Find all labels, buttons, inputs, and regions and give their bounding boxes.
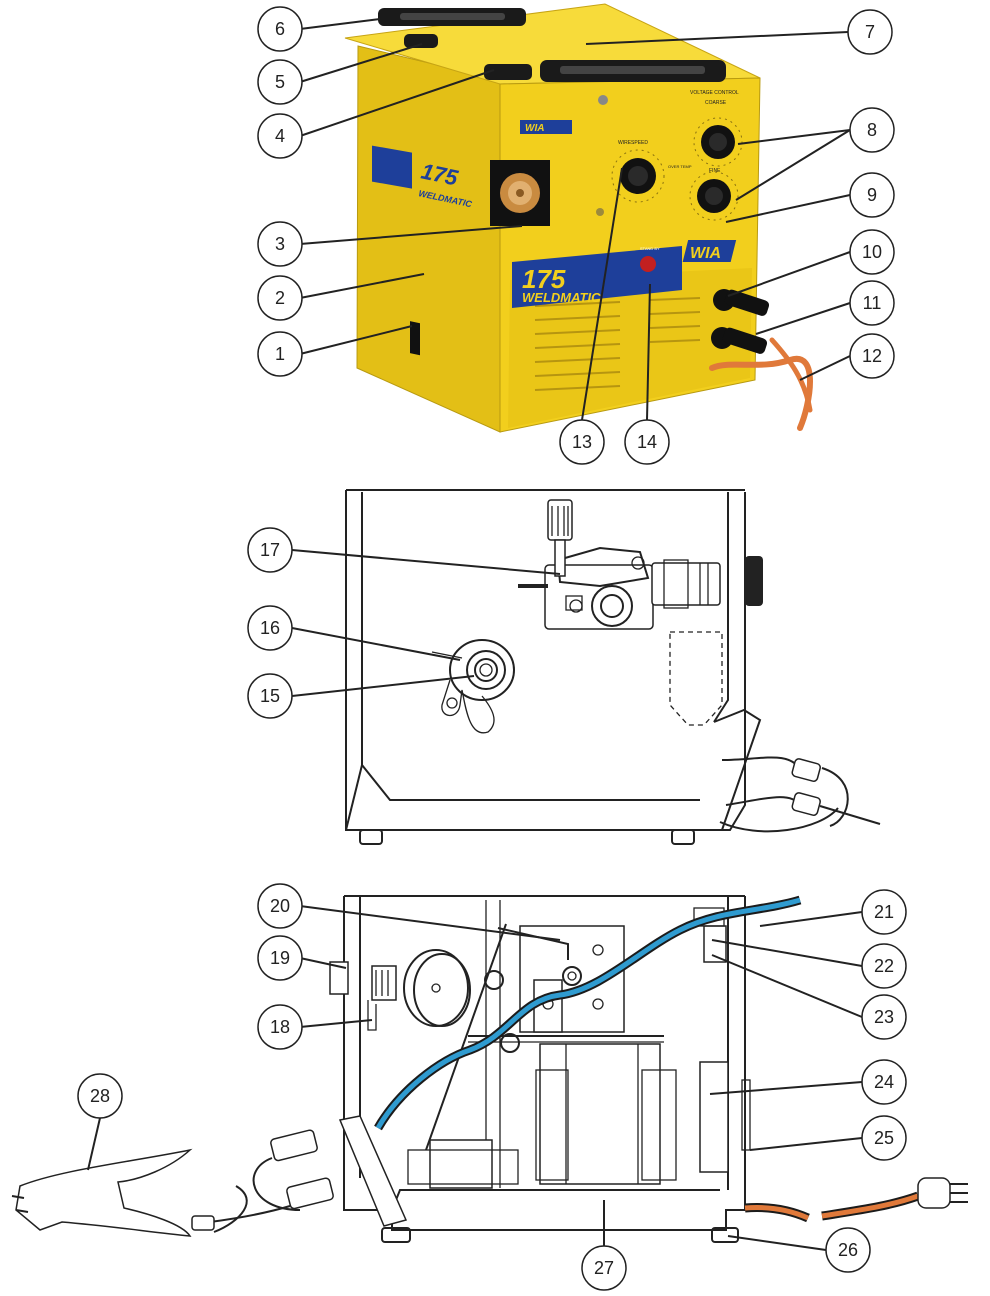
overtemp-label: OVER TEMP bbox=[668, 164, 692, 169]
svg-text:26: 26 bbox=[838, 1240, 858, 1260]
coarse-voltage-knob[interactable] bbox=[693, 117, 743, 167]
wire-drive-unit[interactable] bbox=[518, 499, 721, 630]
svg-text:7: 7 bbox=[865, 22, 875, 42]
svg-text:20: 20 bbox=[270, 896, 290, 916]
svg-text:WIA: WIA bbox=[690, 245, 721, 262]
svg-text:5: 5 bbox=[275, 72, 285, 92]
gas-solenoid bbox=[329, 961, 397, 1031]
callout-27: 27 bbox=[581, 1245, 627, 1291]
svg-text:11: 11 bbox=[863, 293, 882, 313]
callout-14: 14 bbox=[624, 419, 670, 465]
svg-text:17: 17 bbox=[260, 540, 280, 560]
svg-text:16: 16 bbox=[260, 618, 280, 638]
model-number: 175 bbox=[522, 264, 566, 294]
fine-label: FINE bbox=[709, 168, 721, 174]
callout-20: 20 bbox=[257, 883, 303, 929]
output-cables-view2 bbox=[713, 708, 881, 833]
output-cables-view3 bbox=[209, 1115, 408, 1233]
svg-text:4: 4 bbox=[275, 126, 285, 146]
svg-text:2: 2 bbox=[275, 288, 285, 308]
wire-spool-cover-latch[interactable] bbox=[484, 64, 532, 80]
callout-18: 18 bbox=[257, 1004, 303, 1050]
callout-5: 5 bbox=[257, 59, 303, 105]
rear-connector bbox=[745, 556, 763, 606]
front-model-panel: 175 WELDMATIC bbox=[512, 246, 682, 308]
callout-16: 16 bbox=[247, 605, 293, 651]
svg-text:15: 15 bbox=[260, 686, 280, 706]
svg-text:12: 12 bbox=[862, 346, 882, 366]
wirespeed-label: WIRESPEED bbox=[618, 140, 648, 146]
svg-text:28: 28 bbox=[90, 1086, 110, 1106]
svg-text:23: 23 bbox=[874, 1007, 894, 1027]
svg-text:10: 10 bbox=[862, 242, 882, 262]
svg-text:3: 3 bbox=[275, 234, 285, 254]
front-brand-small: WIA bbox=[525, 123, 544, 134]
mains-switch[interactable] bbox=[410, 321, 420, 356]
callout-2: 2 bbox=[257, 275, 303, 321]
fine-voltage-knob[interactable] bbox=[689, 171, 739, 221]
callout-23: 23 bbox=[861, 994, 907, 1040]
callout-21: 21 bbox=[861, 889, 907, 935]
svg-text:9: 9 bbox=[867, 185, 877, 205]
callout-28: 28 bbox=[77, 1073, 123, 1119]
callout-1: 1 bbox=[257, 331, 303, 377]
svg-text:22: 22 bbox=[874, 956, 894, 976]
coarse-label: COARSE bbox=[705, 100, 727, 106]
callout-7: 7 bbox=[847, 9, 893, 55]
voltage-control-label: VOLTAGE CONTROL bbox=[690, 90, 739, 96]
callout-15: 15 bbox=[247, 673, 293, 719]
callout-22: 22 bbox=[861, 943, 907, 989]
callout-6: 6 bbox=[257, 6, 303, 52]
standby-overtemp-indicator: STAND BY bbox=[640, 246, 660, 272]
wirespeed-knob[interactable] bbox=[611, 149, 665, 203]
main-transformer bbox=[535, 1043, 677, 1185]
control-pcb bbox=[699, 1061, 729, 1173]
callout-24: 24 bbox=[861, 1059, 907, 1105]
negative-output-terminal[interactable] bbox=[711, 326, 768, 355]
machine-side-panel bbox=[356, 45, 501, 433]
callout-10: 10 bbox=[849, 229, 895, 275]
svg-text:1: 1 bbox=[275, 344, 285, 364]
external-view: 175 WELDMATIC WIA WIRESPEED VOLTAGE CONT… bbox=[344, 3, 813, 433]
spool-internal bbox=[403, 949, 471, 1027]
vent-slots bbox=[534, 297, 701, 391]
carry-handle-front[interactable] bbox=[540, 60, 726, 82]
callout-12: 12 bbox=[849, 333, 895, 379]
carry-handle-rear[interactable] bbox=[378, 8, 526, 26]
svg-text:27: 27 bbox=[594, 1258, 614, 1278]
rating-plate bbox=[520, 120, 572, 134]
svg-text:24: 24 bbox=[874, 1072, 894, 1092]
torch-connector[interactable] bbox=[490, 160, 550, 226]
svg-text:14: 14 bbox=[637, 432, 657, 452]
svg-text:18: 18 bbox=[270, 1017, 290, 1037]
svg-text:STAND BY: STAND BY bbox=[640, 246, 660, 251]
callout-25: 25 bbox=[861, 1115, 907, 1161]
earth-clamp[interactable] bbox=[11, 1148, 215, 1237]
callout-26: 26 bbox=[825, 1227, 871, 1273]
callout-4: 4 bbox=[257, 113, 303, 159]
callout-19: 19 bbox=[257, 935, 303, 981]
callout-3: 3 bbox=[257, 221, 303, 267]
spool-hub[interactable] bbox=[431, 639, 515, 734]
callout-13: 13 bbox=[559, 419, 605, 465]
svg-text:21: 21 bbox=[874, 902, 894, 922]
door-catch[interactable] bbox=[404, 34, 438, 48]
leader-lines bbox=[87, 18, 863, 1251]
internal-view bbox=[11, 895, 968, 1243]
svg-text:8: 8 bbox=[867, 120, 877, 140]
svg-text:19: 19 bbox=[270, 948, 290, 968]
svg-text:25: 25 bbox=[874, 1128, 894, 1148]
model-name: WELDMATIC bbox=[522, 290, 601, 305]
wire-feed-compartment-view bbox=[345, 489, 881, 845]
svg-text:13: 13 bbox=[572, 432, 592, 452]
choke bbox=[407, 1139, 519, 1189]
callout-11: 11 bbox=[849, 280, 895, 326]
svg-text:6: 6 bbox=[275, 19, 285, 39]
callout-17: 17 bbox=[247, 527, 293, 573]
callout-9: 9 bbox=[849, 172, 895, 218]
front-brand-logo bbox=[682, 240, 737, 262]
callout-8: 8 bbox=[849, 107, 895, 153]
mains-plug bbox=[917, 1177, 968, 1209]
